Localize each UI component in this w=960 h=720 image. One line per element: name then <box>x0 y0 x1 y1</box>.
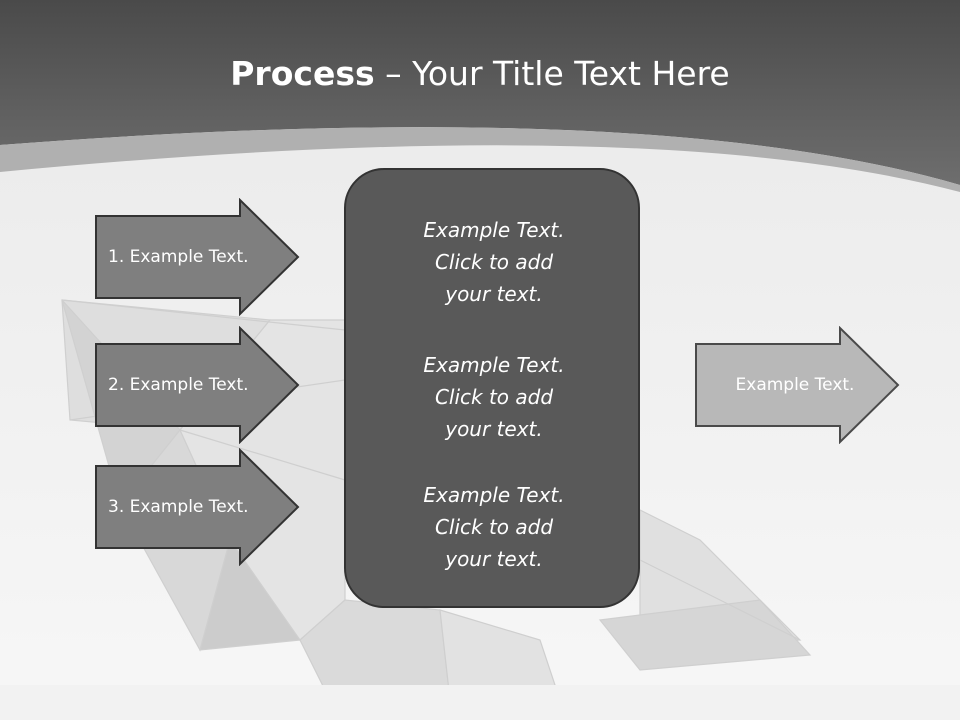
title-bold-part: Process <box>230 54 375 93</box>
output-label: Example Text. <box>735 375 855 395</box>
step-arrow-1[interactable]: 1. Example Text. <box>94 198 300 316</box>
process-text-2[interactable]: Example Text. Click to add your text. <box>423 353 565 441</box>
title-rest-part: – Your Title Text Here <box>374 54 730 93</box>
arrow-shape-icon <box>95 198 300 316</box>
process-box[interactable]: Example Text. Click to add your text. Ex… <box>344 168 640 608</box>
step-label-2: 2. Example Text. <box>108 375 249 395</box>
output-arrow[interactable]: Example Text. <box>694 326 900 444</box>
process-text-3[interactable]: Example Text. Click to add your text. <box>423 483 565 571</box>
header-swoosh <box>0 127 960 192</box>
slide-title: Process – Your Title Text Here <box>0 52 960 96</box>
step-label-3: 3. Example Text. <box>108 497 249 517</box>
step-label-1: 1. Example Text. <box>108 247 249 267</box>
arrow-shape-icon <box>695 326 900 444</box>
step-arrow-2[interactable]: 2. Example Text. <box>94 326 300 444</box>
process-text-1[interactable]: Example Text. Click to add your text. <box>423 218 565 306</box>
header-band <box>0 0 960 185</box>
step-arrow-3[interactable]: 3. Example Text. <box>94 448 300 566</box>
arrow-shape-icon <box>95 448 300 566</box>
arrow-shape-icon <box>95 326 300 444</box>
